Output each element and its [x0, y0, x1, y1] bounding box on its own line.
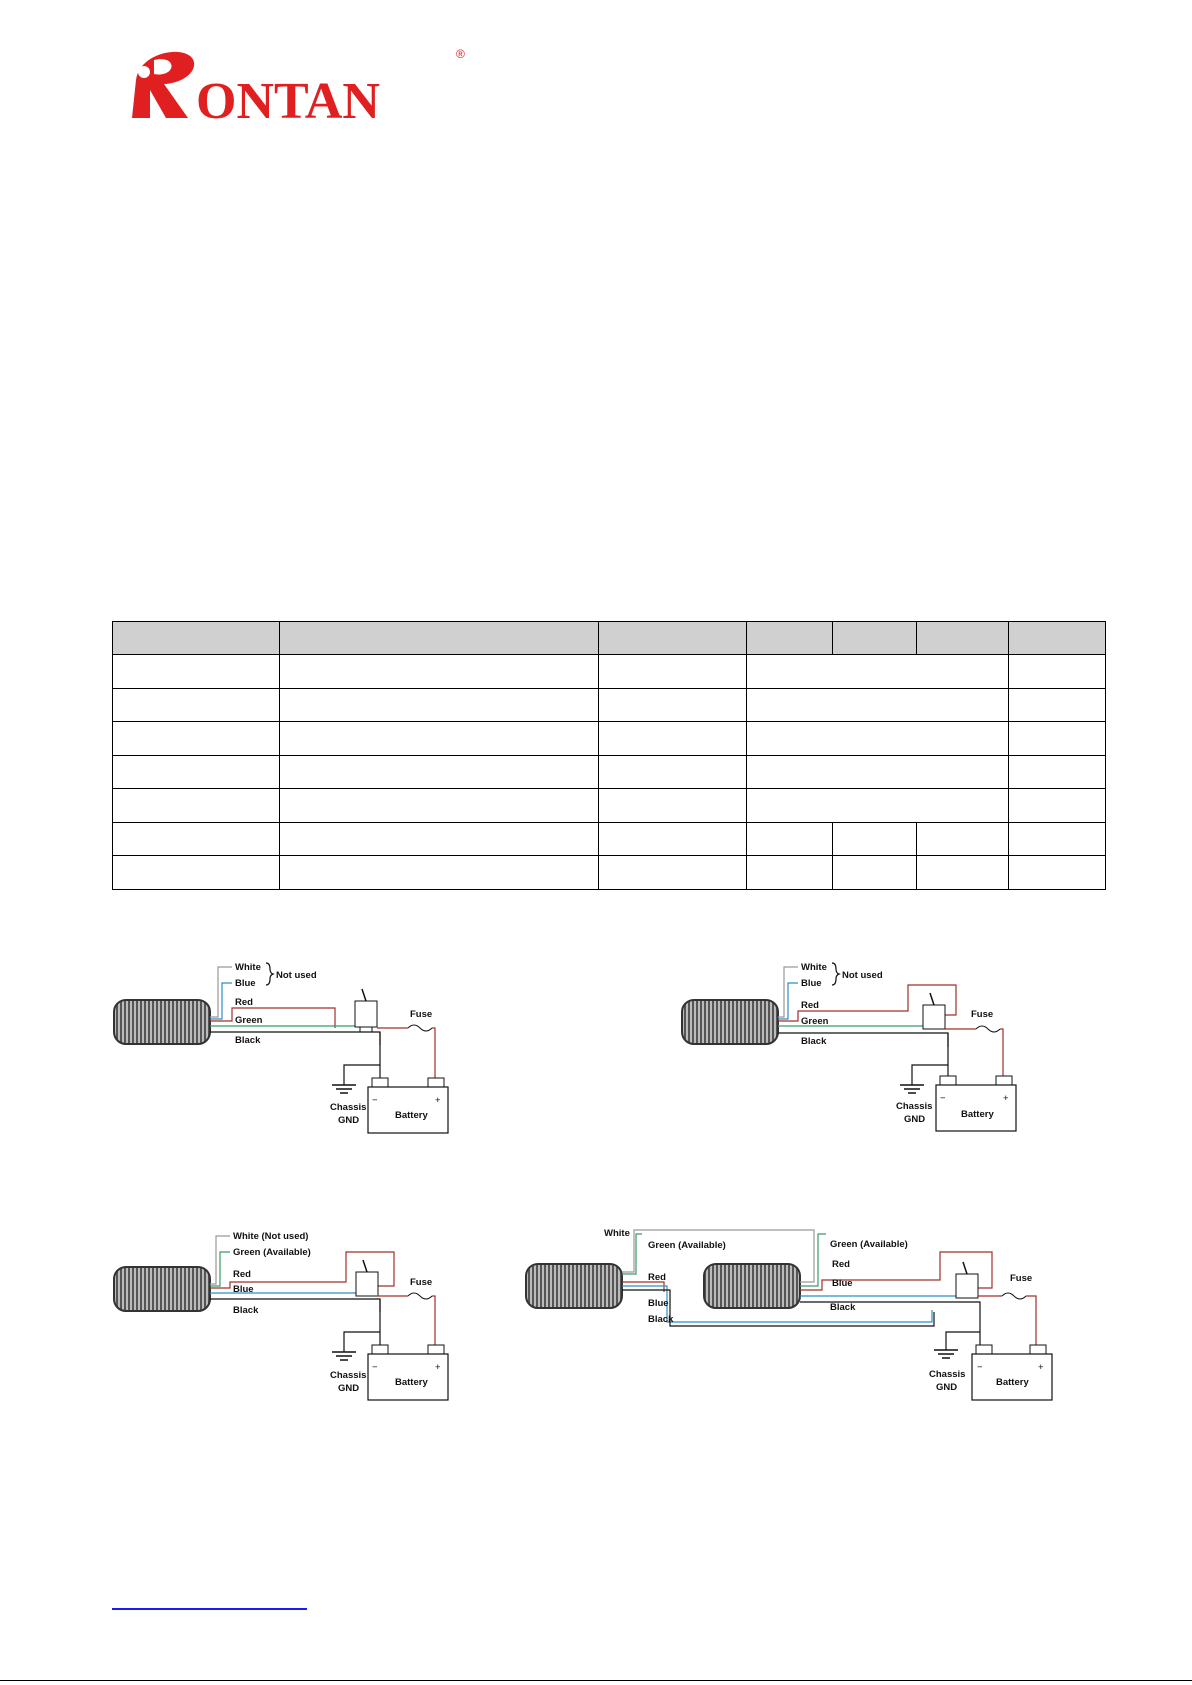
svg-text:Red: Red — [233, 1269, 251, 1280]
svg-text:−: − — [372, 1362, 378, 1373]
battery-icon — [367, 1086, 449, 1134]
svg-text:Chassis: Chassis — [929, 1369, 965, 1380]
svg-text:Red: Red — [235, 997, 253, 1008]
svg-text:Fuse: Fuse — [1010, 1273, 1032, 1284]
table-header-row — [112, 621, 1106, 655]
svg-text:Fuse: Fuse — [971, 1009, 993, 1020]
svg-text:Blue: Blue — [233, 1284, 254, 1295]
svg-text:+: + — [1003, 1093, 1009, 1104]
wiring-diagram-2: − + Battery White Blue Red Green Black N… — [681, 962, 1017, 1132]
svg-text:Battery: Battery — [395, 1377, 428, 1388]
svg-text:Green (Available): Green (Available) — [233, 1247, 311, 1258]
svg-text:Black: Black — [830, 1302, 856, 1313]
svg-text:Chassis: Chassis — [896, 1101, 932, 1112]
footer-link[interactable] — [112, 1604, 307, 1610]
svg-text:GND: GND — [338, 1383, 359, 1394]
svg-text:Green: Green — [235, 1015, 263, 1026]
svg-text:Red: Red — [832, 1259, 850, 1270]
light-head — [113, 999, 211, 1045]
battery-icon — [367, 1353, 449, 1401]
battery-icon — [935, 1084, 1017, 1132]
svg-text:GND: GND — [904, 1114, 925, 1125]
svg-text:Battery: Battery — [961, 1109, 994, 1120]
svg-text:+: + — [435, 1095, 441, 1106]
table-row — [112, 788, 1106, 823]
table-row — [112, 855, 1106, 890]
wiring-diagram-4: − + Battery White Green (Available) Gree… — [525, 1228, 1053, 1401]
wiring-diagram-1: − + Battery White Blue Red Green Black N… — [113, 962, 449, 1134]
registered-mark: ® — [456, 47, 465, 61]
svg-text:Green: Green — [801, 1016, 829, 1027]
svg-text:Chassis: Chassis — [330, 1102, 366, 1113]
svg-text:White: White — [235, 962, 261, 973]
battery-icon — [971, 1353, 1053, 1401]
rontan-logo: ONTAN ® — [132, 47, 465, 124]
svg-text:Green (Available): Green (Available) — [648, 1240, 726, 1251]
svg-text:Black: Black — [233, 1305, 259, 1316]
svg-text:Blue: Blue — [648, 1298, 669, 1309]
page-bottom-rule — [0, 1680, 1192, 1681]
light-head-right — [703, 1263, 801, 1309]
svg-text:Not used: Not used — [276, 970, 317, 981]
svg-text:Red: Red — [801, 1000, 819, 1011]
svg-text:−: − — [372, 1095, 378, 1106]
light-head — [681, 999, 779, 1045]
svg-text:+: + — [435, 1362, 441, 1373]
table-header-cell — [112, 621, 280, 655]
table-header-cell — [832, 621, 917, 655]
svg-text:+: + — [1038, 1362, 1044, 1373]
svg-text:Blue: Blue — [801, 978, 822, 989]
table-row — [112, 687, 1106, 723]
table-row — [112, 654, 1106, 689]
logo-text: ONTAN — [196, 73, 380, 124]
table-header-cell — [916, 621, 1009, 655]
svg-text:Black: Black — [235, 1035, 261, 1046]
table-row — [112, 821, 1106, 857]
spec-table — [112, 621, 1106, 890]
svg-text:GND: GND — [338, 1115, 359, 1126]
svg-text:Fuse: Fuse — [410, 1009, 432, 1020]
svg-text:Black: Black — [801, 1036, 827, 1047]
svg-text:Battery: Battery — [395, 1110, 428, 1121]
light-head — [113, 1266, 211, 1312]
svg-text:Red: Red — [648, 1272, 666, 1283]
table-header-cell — [279, 621, 599, 655]
svg-text:Battery: Battery — [996, 1377, 1029, 1388]
table-header-cell — [598, 621, 747, 655]
table-row — [112, 754, 1106, 790]
table-row — [112, 721, 1106, 756]
svg-text:White: White — [801, 962, 827, 973]
svg-text:Fuse: Fuse — [410, 1277, 432, 1288]
table-header-cell — [1008, 621, 1106, 655]
svg-text:Chassis: Chassis — [330, 1370, 366, 1381]
light-head-left — [525, 1263, 623, 1309]
svg-text:Green (Available): Green (Available) — [830, 1239, 908, 1250]
svg-text:Not used: Not used — [842, 970, 883, 981]
svg-text:Blue: Blue — [832, 1278, 853, 1289]
table-header-cell — [746, 621, 833, 655]
svg-text:Black: Black — [648, 1314, 674, 1325]
svg-text:−: − — [940, 1093, 946, 1104]
svg-text:GND: GND — [936, 1382, 957, 1393]
svg-text:White: White — [604, 1228, 630, 1239]
svg-text:−: − — [977, 1362, 983, 1373]
svg-text:Blue: Blue — [235, 978, 256, 989]
wiring-diagram-3: − + Battery White (Not used) Green (Avai… — [113, 1231, 449, 1401]
svg-text:White (Not used): White (Not used) — [233, 1231, 308, 1242]
